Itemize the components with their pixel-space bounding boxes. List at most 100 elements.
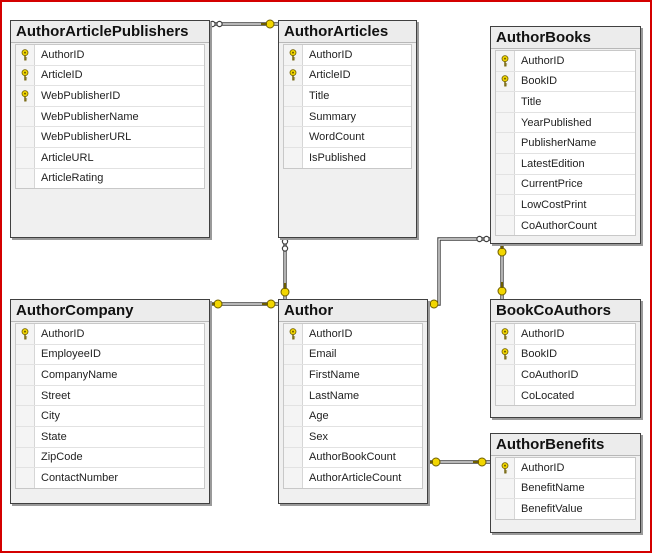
column-row[interactable]: AuthorBookCount: [284, 447, 422, 469]
table-title[interactable]: AuthorArticles: [279, 21, 416, 43]
column-row[interactable]: CompanyName: [16, 365, 204, 386]
column-row[interactable]: Summary: [284, 106, 411, 128]
row-selector[interactable]: [496, 112, 515, 133]
table-title[interactable]: AuthorCompany: [11, 300, 209, 322]
relationship-line[interactable]: [425, 235, 490, 309]
row-selector[interactable]: [16, 344, 35, 365]
row-selector[interactable]: [16, 147, 35, 168]
column-row[interactable]: IsPublished: [284, 147, 411, 168]
row-selector[interactable]: [284, 447, 303, 468]
column-row[interactable]: AuthorID: [284, 45, 411, 66]
column-row[interactable]: AuthorID: [496, 51, 635, 72]
column-row[interactable]: ArticleURL: [16, 147, 204, 169]
row-selector[interactable]: [496, 499, 515, 519]
column-row[interactable]: LastName: [284, 385, 422, 407]
row-selector[interactable]: [496, 71, 515, 92]
column-row[interactable]: ZipCode: [16, 447, 204, 469]
row-selector[interactable]: [284, 426, 303, 447]
column-row[interactable]: CurrentPrice: [496, 174, 635, 196]
row-selector[interactable]: [284, 385, 303, 406]
row-selector[interactable]: [284, 106, 303, 127]
row-selector[interactable]: [496, 174, 515, 195]
row-selector[interactable]: [284, 468, 303, 488]
row-selector[interactable]: [16, 65, 35, 86]
row-selector[interactable]: [16, 86, 35, 106]
column-row[interactable]: BookID: [496, 71, 635, 93]
row-selector[interactable]: [16, 127, 35, 147]
row-selector[interactable]: [496, 478, 515, 499]
column-row[interactable]: Title: [284, 86, 411, 107]
row-selector[interactable]: [284, 344, 303, 365]
column-row[interactable]: WebPublisherName: [16, 106, 204, 128]
column-row[interactable]: LowCostPrint: [496, 195, 635, 216]
column-row[interactable]: BenefitValue: [496, 499, 635, 519]
column-row[interactable]: AuthorID: [496, 458, 635, 479]
row-selector[interactable]: [16, 447, 35, 468]
column-row[interactable]: Age: [284, 406, 422, 427]
column-row[interactable]: CoLocated: [496, 385, 635, 406]
row-selector[interactable]: [16, 168, 35, 189]
column-row[interactable]: ArticleID: [16, 65, 204, 87]
column-row[interactable]: EmployeeID: [16, 344, 204, 366]
column-row[interactable]: AuthorID: [496, 324, 635, 345]
table-title[interactable]: Author: [279, 300, 427, 322]
row-selector[interactable]: [496, 195, 515, 215]
column-row[interactable]: WebPublisherID: [16, 86, 204, 107]
column-row[interactable]: AuthorID: [284, 324, 422, 345]
column-row[interactable]: LatestEdition: [496, 153, 635, 175]
row-selector[interactable]: [496, 51, 515, 71]
row-selector[interactable]: [16, 426, 35, 447]
row-selector[interactable]: [496, 458, 515, 478]
relationship-line[interactable]: [208, 19, 278, 29]
relationship-line[interactable]: [280, 236, 290, 299]
column-row[interactable]: Title: [496, 92, 635, 113]
row-selector[interactable]: [16, 385, 35, 406]
row-selector[interactable]: [496, 324, 515, 344]
column-row[interactable]: CoAuthorCount: [496, 215, 635, 236]
column-row[interactable]: Email: [284, 344, 422, 366]
table-title[interactable]: AuthorBooks: [491, 27, 640, 49]
column-row[interactable]: WebPublisherURL: [16, 127, 204, 148]
row-selector[interactable]: [284, 86, 303, 106]
column-row[interactable]: AuthorArticleCount: [284, 468, 422, 488]
row-selector[interactable]: [284, 127, 303, 147]
row-selector[interactable]: [496, 215, 515, 236]
column-row[interactable]: WordCount: [284, 127, 411, 148]
row-selector[interactable]: [284, 365, 303, 385]
column-row[interactable]: PublisherName: [496, 133, 635, 154]
row-selector[interactable]: [284, 45, 303, 65]
column-row[interactable]: BookID: [496, 344, 635, 366]
row-selector[interactable]: [284, 406, 303, 426]
column-row[interactable]: ArticleRating: [16, 168, 204, 189]
row-selector[interactable]: [496, 365, 515, 385]
row-selector[interactable]: [496, 385, 515, 406]
relationship-line[interactable]: [426, 457, 490, 467]
column-row[interactable]: FirstName: [284, 365, 422, 386]
table-title[interactable]: BookCoAuthors: [491, 300, 640, 322]
row-selector[interactable]: [16, 45, 35, 65]
column-row[interactable]: Street: [16, 385, 204, 407]
table-title[interactable]: AuthorBenefits: [491, 434, 640, 456]
row-selector[interactable]: [16, 324, 35, 344]
column-row[interactable]: City: [16, 406, 204, 427]
row-selector[interactable]: [16, 365, 35, 385]
column-row[interactable]: AuthorID: [16, 324, 204, 345]
row-selector[interactable]: [496, 133, 515, 153]
column-row[interactable]: YearPublished: [496, 112, 635, 134]
row-selector[interactable]: [16, 406, 35, 426]
row-selector[interactable]: [496, 92, 515, 112]
column-row[interactable]: ContactNumber: [16, 468, 204, 488]
column-row[interactable]: ArticleID: [284, 65, 411, 87]
table-title[interactable]: AuthorArticlePublishers: [11, 21, 209, 43]
row-selector[interactable]: [284, 147, 303, 168]
row-selector[interactable]: [284, 324, 303, 344]
relationship-line[interactable]: [497, 242, 507, 299]
row-selector[interactable]: [284, 65, 303, 86]
